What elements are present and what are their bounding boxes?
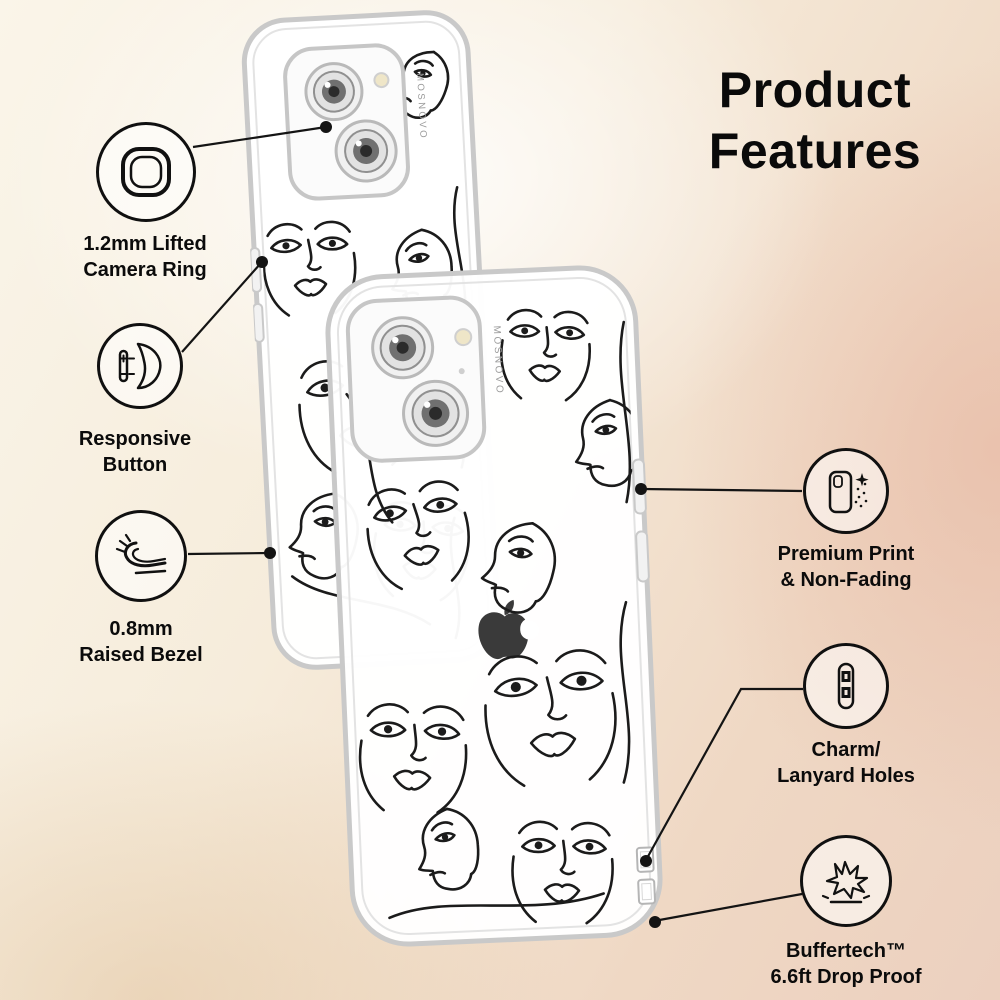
feature-badge-drop-proof [800,835,892,927]
drop-proof-icon [821,860,871,904]
feature-label-drop-proof: Buffertech™ 6.6ft Drop Proof [770,940,922,988]
feature-badge-lanyard-holes [803,643,889,729]
feature-badge-camera-ring [96,122,196,222]
lanyard-holes-icon [837,662,855,710]
lanyard-hole [637,878,656,905]
camera-lens [304,62,364,122]
feature-badge-responsive-button [97,323,183,409]
feature-label-raised-bezel: 0.8mm Raised Bezel [79,618,203,666]
camera-lens [334,119,398,183]
camera-lens [371,316,435,380]
side-button [635,530,650,583]
feature-label-premium-print: Premium Print & Non-Fading [777,543,915,591]
feature-badge-raised-bezel [95,510,187,602]
brand-text: MOSNOVO [414,73,428,141]
connector-premium-print [641,487,803,493]
feature-label-lanyard-holes: Charm/ Lanyard Holes [777,739,915,787]
camera-module [283,43,410,201]
camera-mic [458,368,465,375]
raised-bezel-icon [115,533,167,575]
case-inner-line [336,276,652,936]
page-title: Product Features [708,62,922,179]
lanyard-hole [635,846,655,873]
brand-text: MOSNOVO [491,325,505,395]
connector-drop-proof [653,892,803,923]
phone-case-back-main: MOSNOVO [321,261,666,950]
camera-lens [402,379,470,447]
volume-button [252,302,265,343]
feature-label-responsive-button: Responsive Button [78,428,192,476]
feature-label-camera-ring: 1.2mm Lifted Camera Ring [83,233,207,281]
line-art-faces [336,307,666,934]
camera-module [345,295,487,463]
responsive-button-icon [118,342,162,390]
camera-flash [373,72,390,89]
side-button [631,458,647,515]
premium-print-icon [828,470,869,514]
apple-logo [478,599,540,660]
feature-badge-premium-print [803,448,889,534]
camera-ring-icon [121,147,171,197]
camera-flash [454,328,473,347]
connector-raised-bezel [187,551,270,556]
